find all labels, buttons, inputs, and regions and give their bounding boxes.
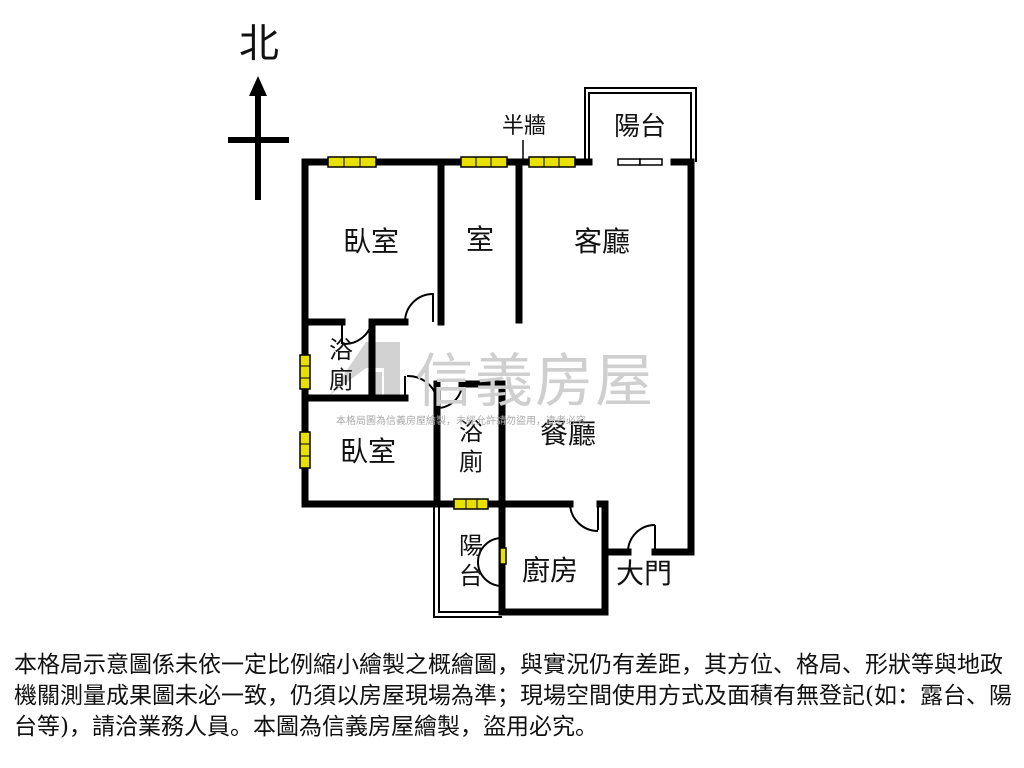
walls [301, 158, 695, 616]
floor-plan [228, 76, 697, 618]
room-label-bedroom-top: 臥室 [343, 225, 400, 258]
balcony-sliding-door [617, 158, 663, 166]
door-swings [341, 293, 656, 587]
balcony-outlines [433, 87, 697, 618]
compass-arrow-icon [228, 76, 289, 200]
window-mullions [300, 157, 560, 509]
half-wall-label: 半牆 [502, 114, 547, 139]
room-label-balcony-bottom: 陽 台 [459, 532, 483, 590]
room-label-bath-mid: 浴 廁 [459, 418, 483, 476]
compass-north-label: 北 [239, 21, 279, 67]
main-door-label: 大門 [616, 557, 673, 590]
room-label-bath-left: 浴 廁 [329, 336, 353, 394]
room-label-dining: 餐廳 [540, 417, 597, 450]
room-label-kitchen: 廚房 [522, 554, 579, 587]
room-label-living: 客廳 [574, 225, 631, 258]
windows [299, 156, 576, 565]
room-label-balcony-top: 陽台 [614, 112, 667, 142]
room-label-bedroom-bottom: 臥室 [340, 435, 397, 468]
watermark-brand: 信義房屋 [415, 347, 656, 415]
watermark-notice: 本格局圖為信義房屋繪製，未經允許請勿盜用，違者必究 [336, 416, 586, 427]
room-label-room: 室 [466, 223, 495, 256]
disclaimer-text: 本格局示意圖係未依一定比例縮小繪製之概繪圖，與實況仍有差距，其方位、格局、形狀等… [14, 652, 1012, 740]
